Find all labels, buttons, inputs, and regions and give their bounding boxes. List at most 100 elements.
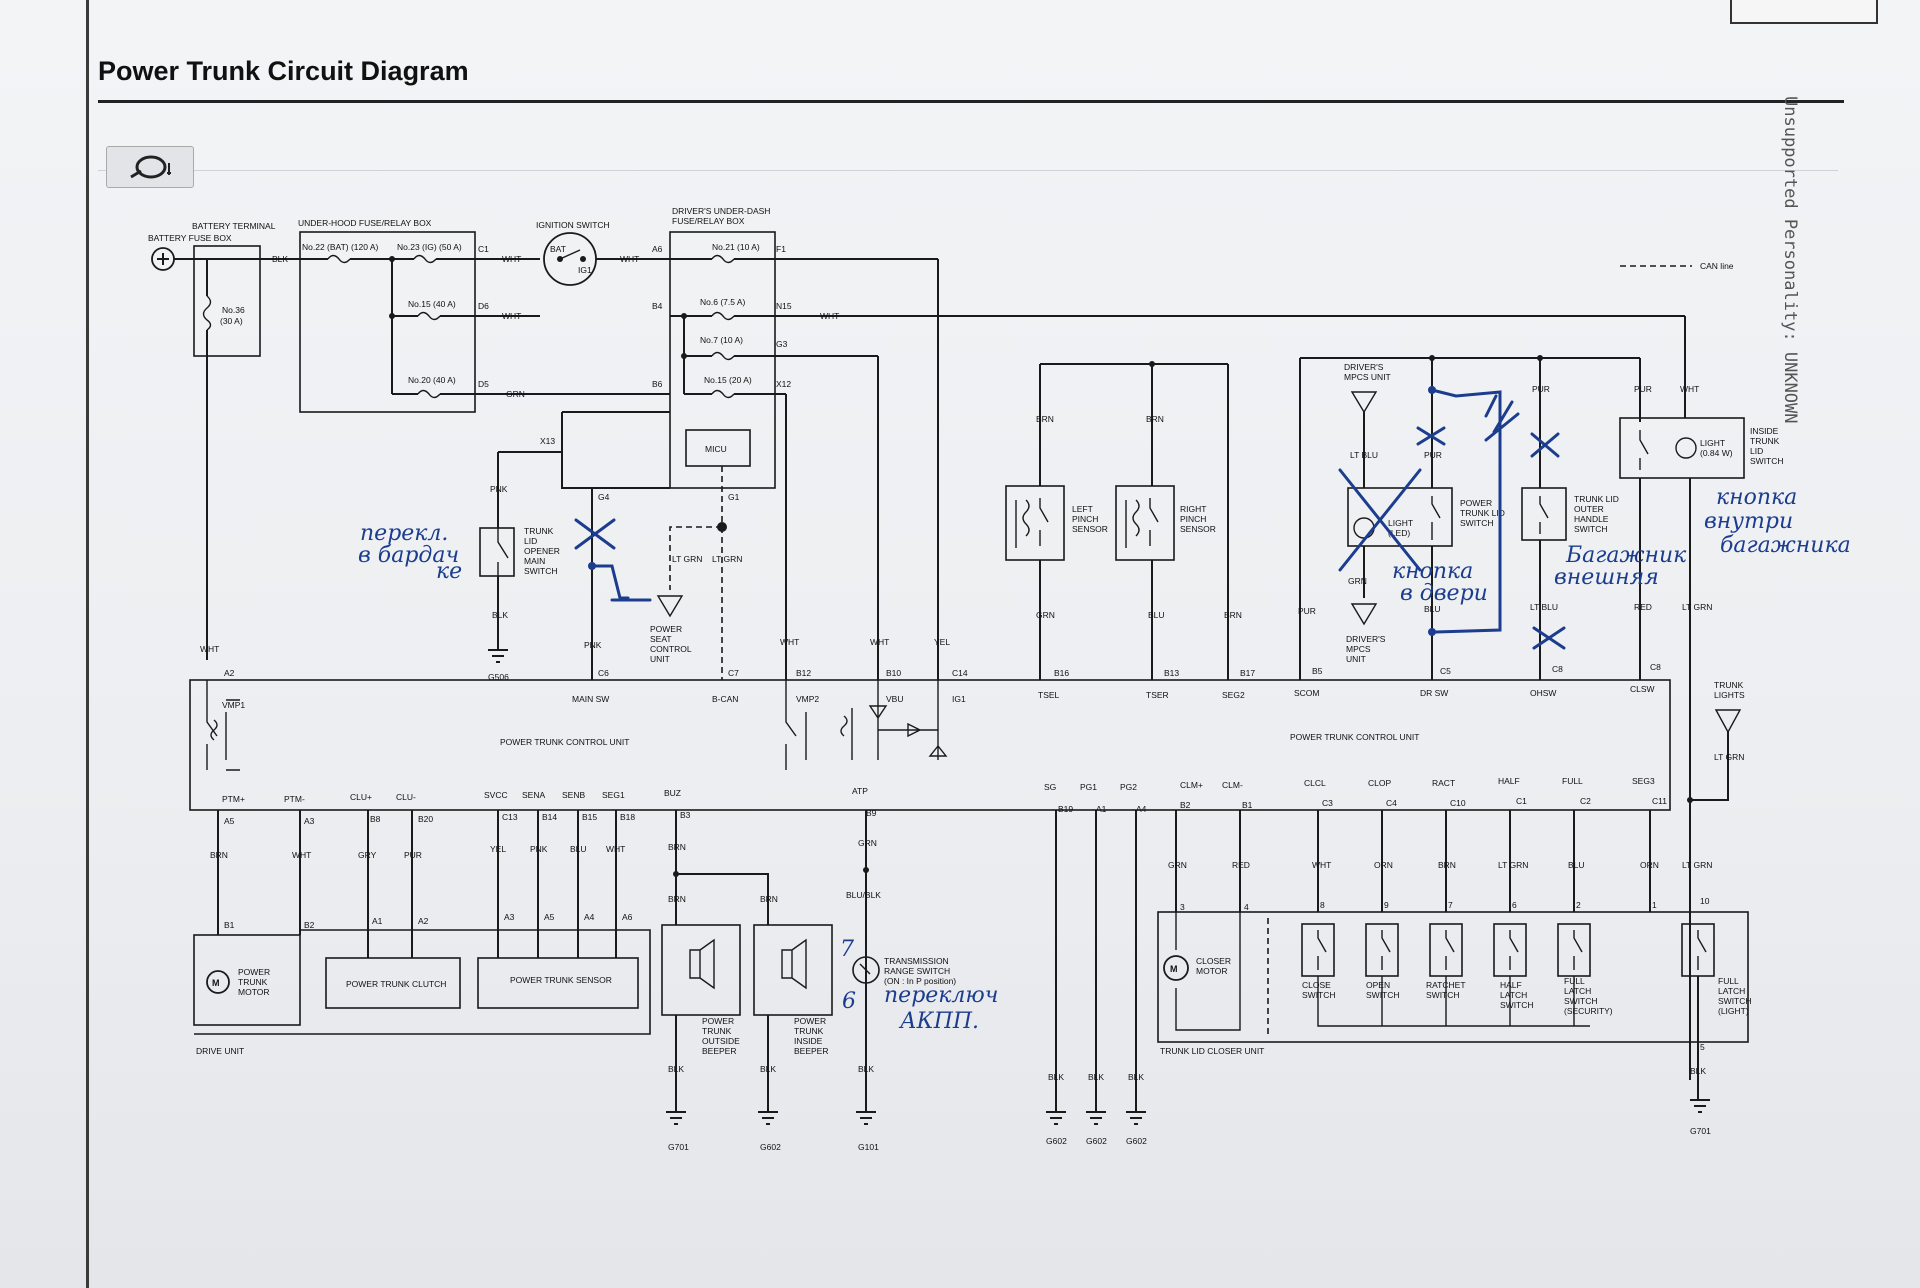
zoom-button[interactable] [106, 146, 194, 188]
label-full-light: SWITCH [1718, 996, 1752, 1006]
wire-label: PNK [490, 484, 508, 494]
terminal-label: SEG1 [602, 790, 625, 800]
pin-label: B3 [680, 810, 691, 820]
wire-label: BLK [272, 254, 288, 264]
label-power-seat: CONTROL [650, 644, 692, 654]
title-rule [98, 100, 1844, 103]
pin-label: 6 [1512, 900, 1517, 910]
label-left-pinch: LEFT [1072, 504, 1093, 514]
label-pt-lid-switch: SWITCH [1460, 518, 1494, 528]
label-micu: MICU [705, 444, 727, 454]
wire-label: GRY [358, 850, 377, 860]
pin-label: 5 [1700, 1042, 1705, 1052]
pin-label: C2 [1580, 796, 1591, 806]
trunk-lights-terminal [1714, 709, 1742, 734]
annotation-inside: багажника [1720, 533, 1851, 558]
terminal-label: BUZ [664, 788, 681, 798]
pin-label: D6 [478, 301, 489, 311]
label-ptcu-left: POWER TRUNK CONTROL UNIT [500, 737, 629, 747]
right-pinch-sensor [1115, 485, 1175, 561]
power-trunk-control-unit [189, 679, 1671, 811]
label-opener: OPENER [524, 546, 560, 556]
label-fuse-36-rating: (30 A) [220, 316, 243, 326]
wire-label: WHT [870, 637, 889, 647]
terminal-label: CLCL [1304, 778, 1326, 788]
pin-label: C6 [598, 668, 609, 678]
label-close-switch: SWITCH [1302, 990, 1336, 1000]
sub-rule [98, 170, 1838, 171]
label-led: (LED) [1388, 528, 1410, 538]
pin-label: B6 [652, 379, 663, 389]
terminal-label: SENA [522, 790, 545, 800]
pin-label: C10 [1450, 798, 1466, 808]
inside-beeper [753, 924, 833, 1016]
label-full-security: LATCH [1564, 986, 1591, 996]
label-opener: LID [524, 536, 537, 546]
svg-text:M: M [212, 978, 220, 988]
label-power-seat: SEAT [650, 634, 672, 644]
pin-label: B1 [224, 920, 235, 930]
ground-symbols [666, 1099, 1710, 1125]
label-full-light: FULL [1718, 976, 1739, 986]
handwritten-marks [574, 386, 1566, 650]
label-left-pinch: PINCH [1072, 514, 1098, 524]
ground-label: G602 [1126, 1136, 1147, 1146]
wire-label: LT GRN [1682, 860, 1712, 870]
pin-label: F1 [776, 244, 786, 254]
label-ptcu-right: POWER TRUNK CONTROL UNIT [1290, 732, 1419, 742]
power-trunk-sensor [477, 957, 639, 1009]
under-hood-fuse-box [299, 231, 476, 413]
annotation-inside: внутри [1704, 509, 1793, 534]
wire-label: WHT [1312, 860, 1331, 870]
wire-label: WHT [292, 850, 311, 860]
wire-label: PNK [584, 640, 602, 650]
label-inside-beeper: BEEPER [794, 1046, 829, 1056]
label-right-pinch: SENSOR [1180, 524, 1216, 534]
label-fuse-15b: No.15 (20 A) [704, 375, 752, 385]
wire-label: BLK [1088, 1072, 1104, 1082]
wire-label: GRN [1168, 860, 1187, 870]
label-drive-unit: DRIVE UNIT [196, 1046, 244, 1056]
annotation-inside: кнопка [1716, 485, 1797, 510]
pin-label: C11 [1652, 796, 1667, 806]
wire-label: PUR [1298, 606, 1316, 616]
pin-label: A5 [544, 912, 555, 922]
pin-label: A1 [1096, 804, 1107, 814]
label-outer-handle: HANDLE [1574, 514, 1609, 524]
label-open-switch: SWITCH [1366, 990, 1400, 1000]
left-pinch-sensor [1005, 485, 1065, 561]
pin-label: B15 [582, 812, 597, 822]
terminal-label: TSER [1146, 690, 1169, 700]
label-full-light: (LIGHT) [1718, 1006, 1749, 1016]
terminal-label: VMP1 [222, 700, 245, 710]
annotation-akpp: переключ [884, 983, 999, 1008]
outside-beeper [661, 924, 741, 1016]
pin-label: A6 [622, 912, 633, 922]
wire-label: BLK [1048, 1072, 1064, 1082]
label-battery-fuse-box: BATTERY FUSE BOX [148, 233, 232, 243]
label-power-seat: UNIT [650, 654, 670, 664]
annotation-handle: внешняя [1554, 565, 1659, 590]
terminal-label: SEG2 [1222, 690, 1245, 700]
label-fuse-23: No.23 (IG) (50 A) [397, 242, 462, 252]
pin-label: 7 [1448, 900, 1453, 910]
label-full-security: (SECURITY) [1564, 1006, 1613, 1016]
label-full-security: SWITCH [1564, 996, 1598, 1006]
pin-label: 3 [1180, 902, 1185, 912]
pin-label: 9 [1384, 900, 1389, 910]
label-trunk-lights: TRUNK [1714, 680, 1744, 690]
label-opener: TRUNK [524, 526, 554, 536]
wire-label: BRN [668, 894, 686, 904]
wire-label: PNK [530, 844, 548, 854]
wire-label: LT BLU [1350, 450, 1378, 460]
closer-motor-icon: M [1163, 955, 1189, 981]
motor-icon: M [206, 970, 230, 994]
label-inside-light: LIGHT [1700, 438, 1725, 448]
label-outer-handle: SWITCH [1574, 524, 1608, 534]
terminal-label: TSEL [1038, 690, 1060, 700]
outer-handle-switch [1521, 487, 1567, 541]
wire-label: BLK [858, 1064, 874, 1074]
label-inside-switch: SWITCH [1750, 456, 1784, 466]
trunk-lid-closer-unit [1157, 911, 1749, 1043]
